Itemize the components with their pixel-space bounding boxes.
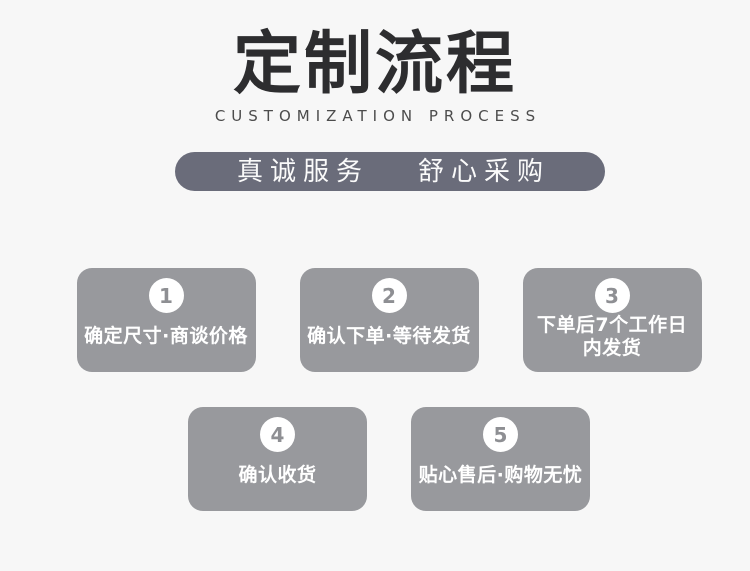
step-number-badge: 4 [260, 417, 295, 452]
page-title: 定制流程 [232, 25, 517, 104]
step-number-badge: 1 [148, 278, 184, 313]
page-subtitle: CUSTOMIZATION PROCESS [214, 107, 542, 125]
step-number: 3 [605, 283, 619, 308]
step-label: 确认收货 [238, 464, 317, 487]
steps-row-top: 1 确定尺寸·商谈价格 2 确认下单·等待发货 3 下单后7个工作日内发货 [14, 268, 750, 372]
step-card-5: 5 贴心售后·购物无忧 [411, 407, 590, 511]
step-number: 5 [493, 422, 508, 447]
step-label: 确定尺寸·商谈价格 [84, 325, 248, 348]
service-banner: 真诚服务 舒心采购 [175, 152, 605, 191]
step-number: 4 [270, 422, 285, 447]
step-number-badge: 5 [483, 417, 518, 452]
step-label: 下单后7个工作日内发货 [536, 314, 688, 359]
step-card-4: 4 确认收货 [188, 407, 367, 511]
banner-text-left: 真诚服务 [236, 156, 369, 187]
steps-row-bottom: 4 确认收货 5 贴心售后·购物无忧 [14, 407, 750, 511]
step-card-2: 2 确认下单·等待发货 [299, 268, 479, 372]
step-label: 贴心售后·购物无忧 [418, 464, 583, 487]
banner-text-right: 舒心采购 [418, 156, 551, 187]
step-card-3: 3 下单后7个工作日内发货 [522, 268, 702, 372]
step-card-1: 1 确定尺寸·商谈价格 [76, 268, 256, 372]
step-label: 确认下单·等待发货 [307, 325, 471, 348]
step-number-badge: 3 [594, 278, 630, 313]
step-number: 1 [159, 283, 173, 308]
step-number: 2 [382, 283, 396, 308]
step-number-badge: 2 [371, 278, 407, 313]
